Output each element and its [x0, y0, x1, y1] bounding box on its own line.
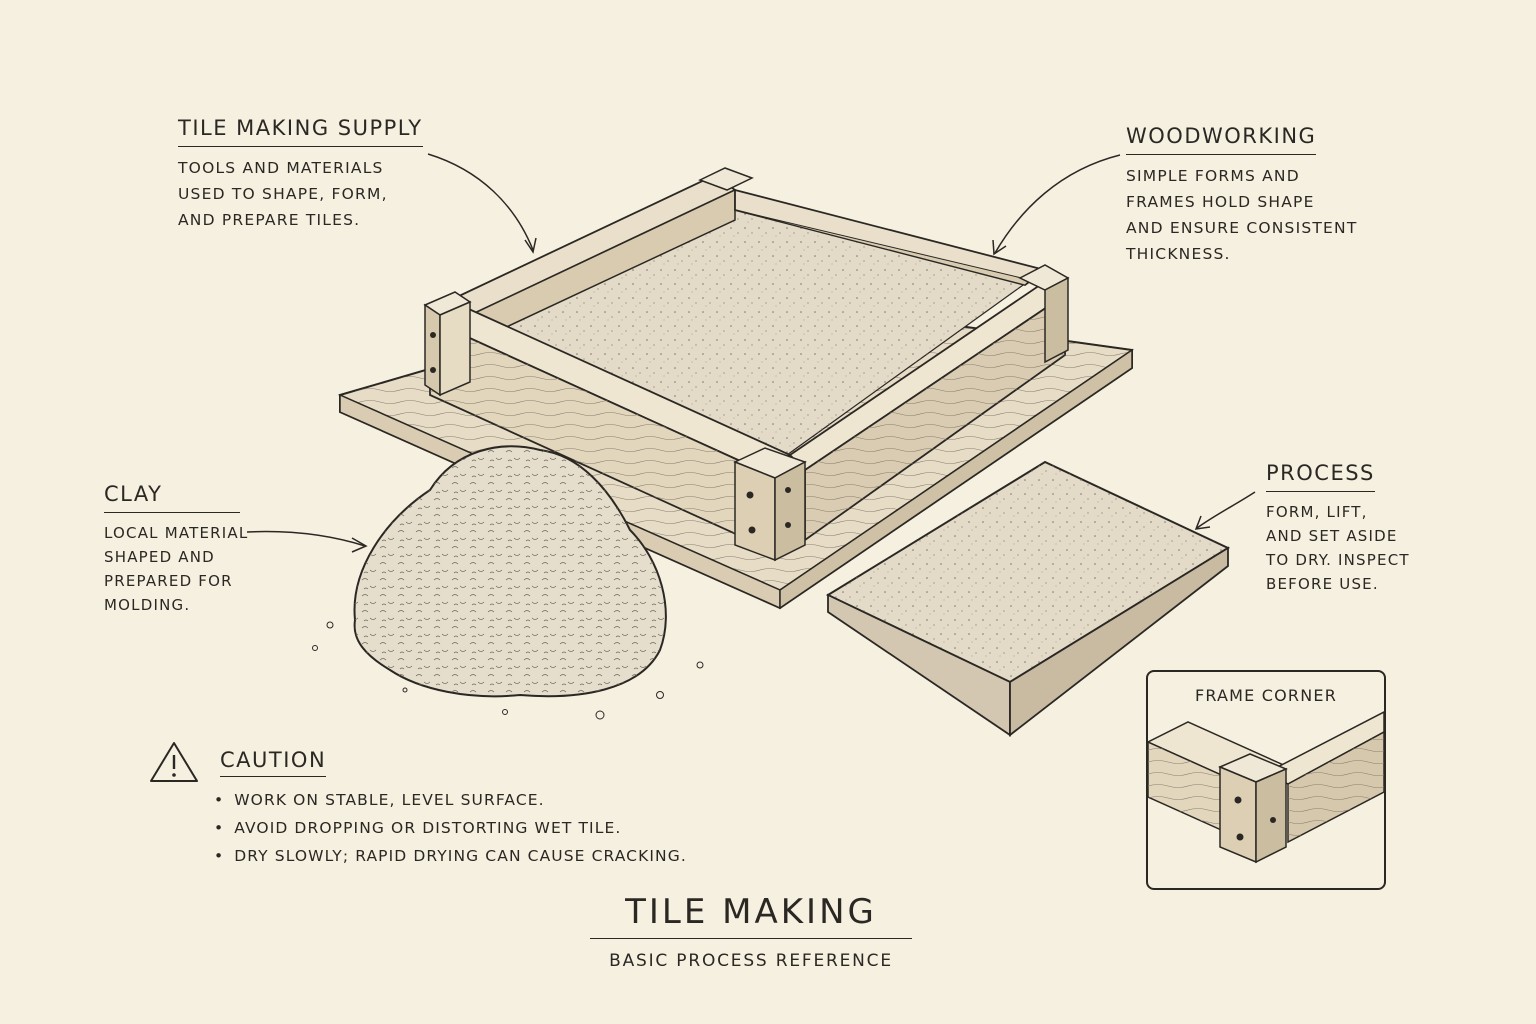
caution-item: DRY SLOWLY; RAPID DRYING CAN CAUSE CRACK… — [214, 842, 687, 870]
frame-corner-inset: FRAME CORNER — [1146, 670, 1386, 890]
process-callout: PROCESS FORM, LIFT, AND SET ASIDE TO DRY… — [1266, 461, 1410, 596]
supply-line: USED TO SHAPE, FORM, — [178, 185, 388, 203]
inset-title: FRAME CORNER — [1194, 686, 1338, 705]
supply-title: TILE MAKING SUPPLY — [178, 116, 423, 147]
woodworking-title: WOODWORKING — [1126, 124, 1317, 155]
clay-callout: CLAY LOCAL MATERIAL SHAPED AND PREPARED … — [104, 482, 248, 617]
finished-tile — [825, 460, 1231, 737]
clay-line: LOCAL MATERIAL — [104, 524, 249, 542]
page-subtitle: BASIC PROCESS REFERENCE — [609, 951, 893, 971]
woodworking-line: THICKNESS. — [1126, 245, 1231, 263]
woodworking-callout: WOODWORKING SIMPLE FORMS AND FRAMES HOLD… — [1126, 124, 1358, 267]
woodworking-line: AND ENSURE CONSISTENT — [1126, 219, 1358, 237]
clay-description: LOCAL MATERIAL SHAPED AND PREPARED FOR M… — [104, 521, 248, 617]
supply-description: TOOLS AND MATERIALS USED TO SHAPE, FORM,… — [178, 155, 423, 233]
warning-triangle-icon — [150, 742, 198, 782]
page-title: TILE MAKING — [590, 892, 912, 939]
caution-item: WORK ON STABLE, LEVEL SURFACE. — [214, 786, 687, 814]
process-title: PROCESS — [1266, 461, 1375, 492]
footer-title-block: TILE MAKING BASIC PROCESS REFERENCE — [590, 892, 912, 971]
clay-line: PREPARED FOR — [104, 572, 233, 590]
clay-title: CLAY — [104, 482, 241, 513]
caution-list: WORK ON STABLE, LEVEL SURFACE. AVOID DRO… — [214, 786, 687, 870]
process-line: TO DRY. INSPECT — [1266, 551, 1410, 569]
process-line: FORM, LIFT, — [1266, 503, 1368, 521]
supply-line: AND PREPARE TILES. — [178, 211, 361, 229]
supply-callout: TILE MAKING SUPPLY TOOLS AND MATERIALS U… — [178, 116, 423, 233]
clay-line: MOLDING. — [104, 596, 191, 614]
frame-corner-detail — [1148, 711, 1384, 864]
caution-item: AVOID DROPPING OR DISTORTING WET TILE. — [214, 814, 687, 842]
caution-title: CAUTION — [220, 748, 327, 777]
woodworking-line: SIMPLE FORMS AND — [1126, 167, 1300, 185]
process-description: FORM, LIFT, AND SET ASIDE TO DRY. INSPEC… — [1266, 500, 1410, 596]
process-line: AND SET ASIDE — [1266, 527, 1398, 545]
supply-line: TOOLS AND MATERIALS — [178, 159, 384, 177]
clay-line: SHAPED AND — [104, 548, 215, 566]
woodworking-description: SIMPLE FORMS AND FRAMES HOLD SHAPE AND E… — [1126, 163, 1358, 267]
clay-lump — [312, 445, 704, 720]
woodworking-line: FRAMES HOLD SHAPE — [1126, 193, 1315, 211]
callout-arrows — [246, 153, 1256, 553]
process-line: BEFORE USE. — [1266, 575, 1379, 593]
wooden-frame — [423, 167, 1070, 562]
